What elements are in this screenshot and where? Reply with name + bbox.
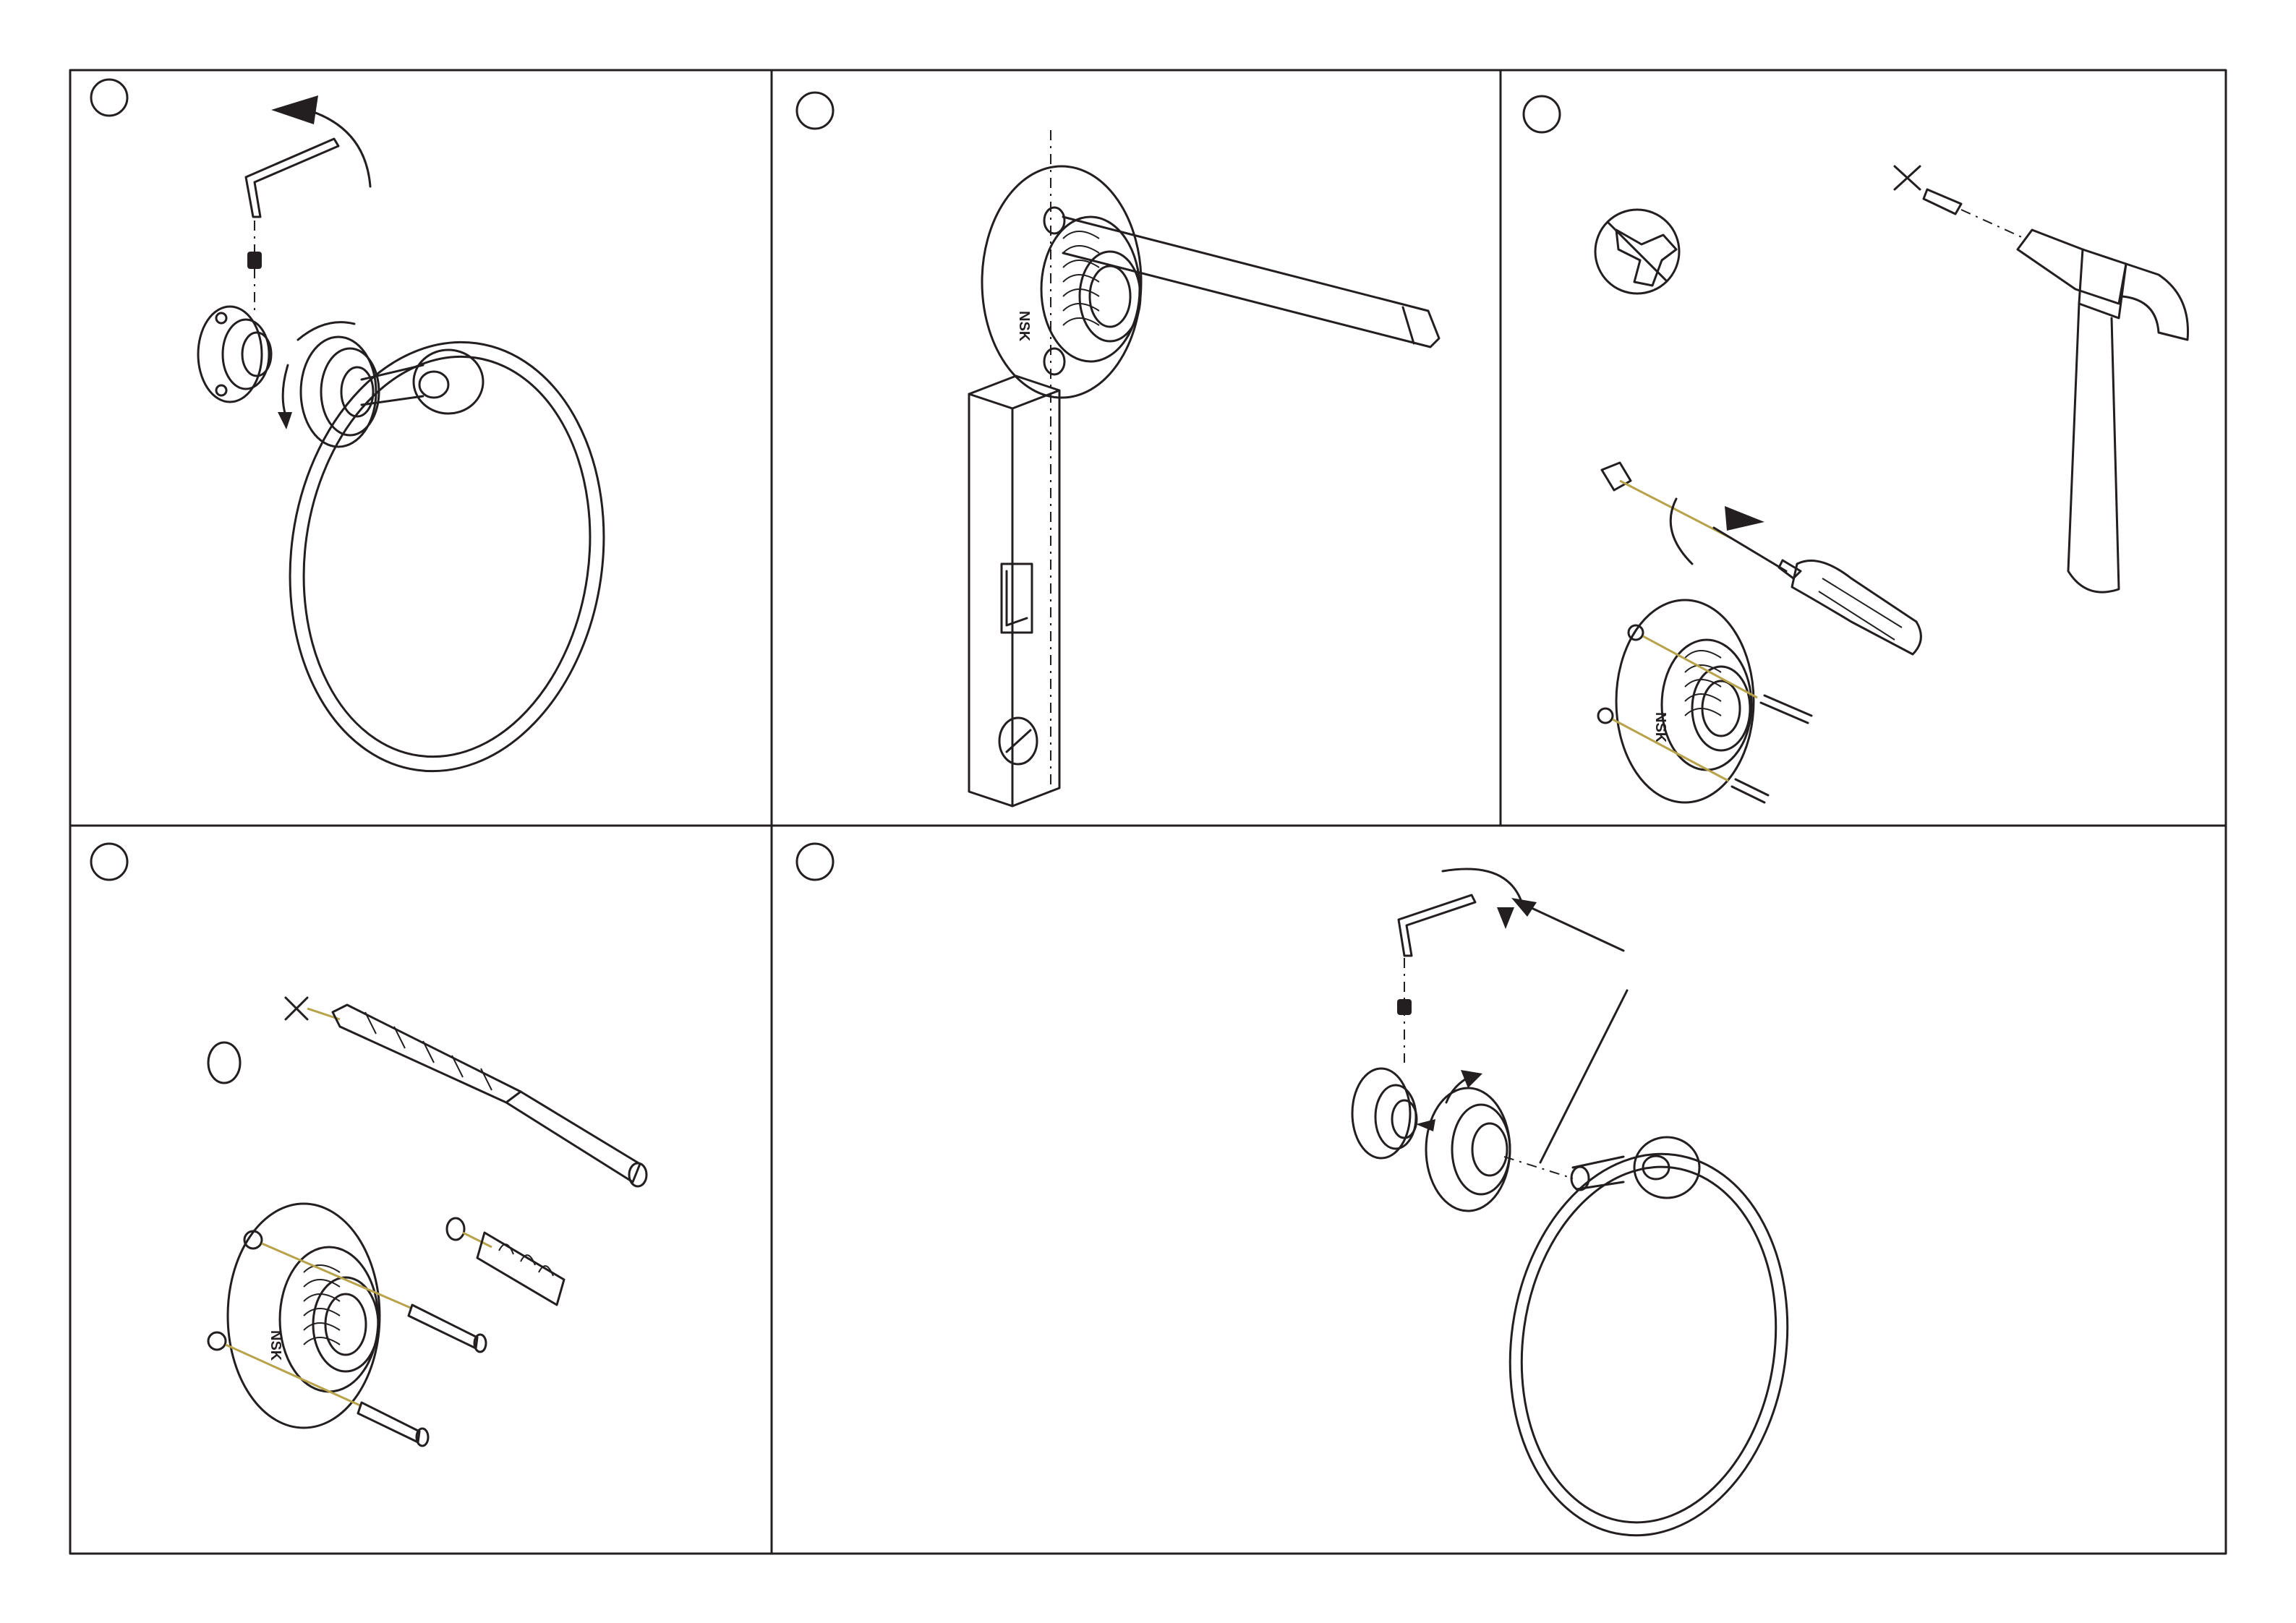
allen-key-icon (1399, 895, 1475, 956)
panel-4-drilling: NSK (208, 998, 646, 1446)
spirit-level-icon (969, 376, 1059, 806)
no-power-drill-icon (1595, 210, 1679, 294)
step-marker-5 (797, 844, 833, 880)
wall-plug-icon (447, 1218, 564, 1305)
wall-mount-base: NSK (1616, 600, 1754, 802)
step-marker-3 (1524, 96, 1560, 132)
step-marker-2 (797, 93, 833, 129)
screwdriver-icon (1714, 528, 1921, 654)
panel-5-reassembly (1352, 869, 1811, 1554)
step-marker-4 (91, 844, 127, 880)
panel-2-marking: NSK (969, 130, 1439, 806)
brand-mark: NSK (268, 1330, 283, 1361)
wall-mount-base: NSK (228, 1204, 380, 1428)
brand-mark: NSK (1652, 712, 1668, 743)
towel-ring (1486, 1136, 1811, 1554)
wall-mount-base (198, 307, 271, 402)
panel-3-fixing: NSK (1595, 166, 2188, 802)
panel-1-disassembly (198, 95, 631, 792)
allen-key-icon (246, 139, 338, 217)
wall-mount-base: NSK (982, 166, 1141, 398)
set-screw-icon (247, 252, 262, 269)
drill-bit-icon (333, 1005, 646, 1186)
step-marker-1 (91, 80, 127, 116)
wall-mount-base (1352, 1069, 1417, 1158)
hole-mark (208, 1042, 240, 1083)
hammer-icon (2018, 230, 2188, 592)
panel-grid (70, 70, 2226, 1554)
set-screw-icon (1397, 999, 1412, 1015)
brand-mark: NSK (1016, 311, 1032, 342)
rosette-cover (1426, 1088, 1510, 1211)
